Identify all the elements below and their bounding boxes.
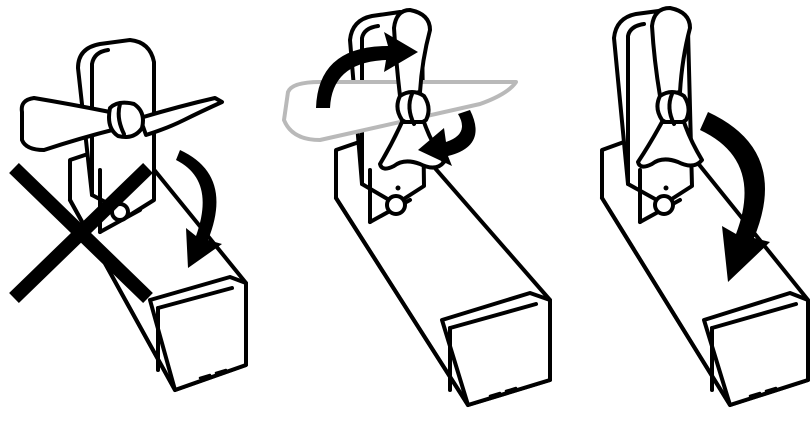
panel-3 [602, 8, 808, 405]
panel-1 [14, 40, 246, 390]
panel-2 [284, 10, 550, 405]
